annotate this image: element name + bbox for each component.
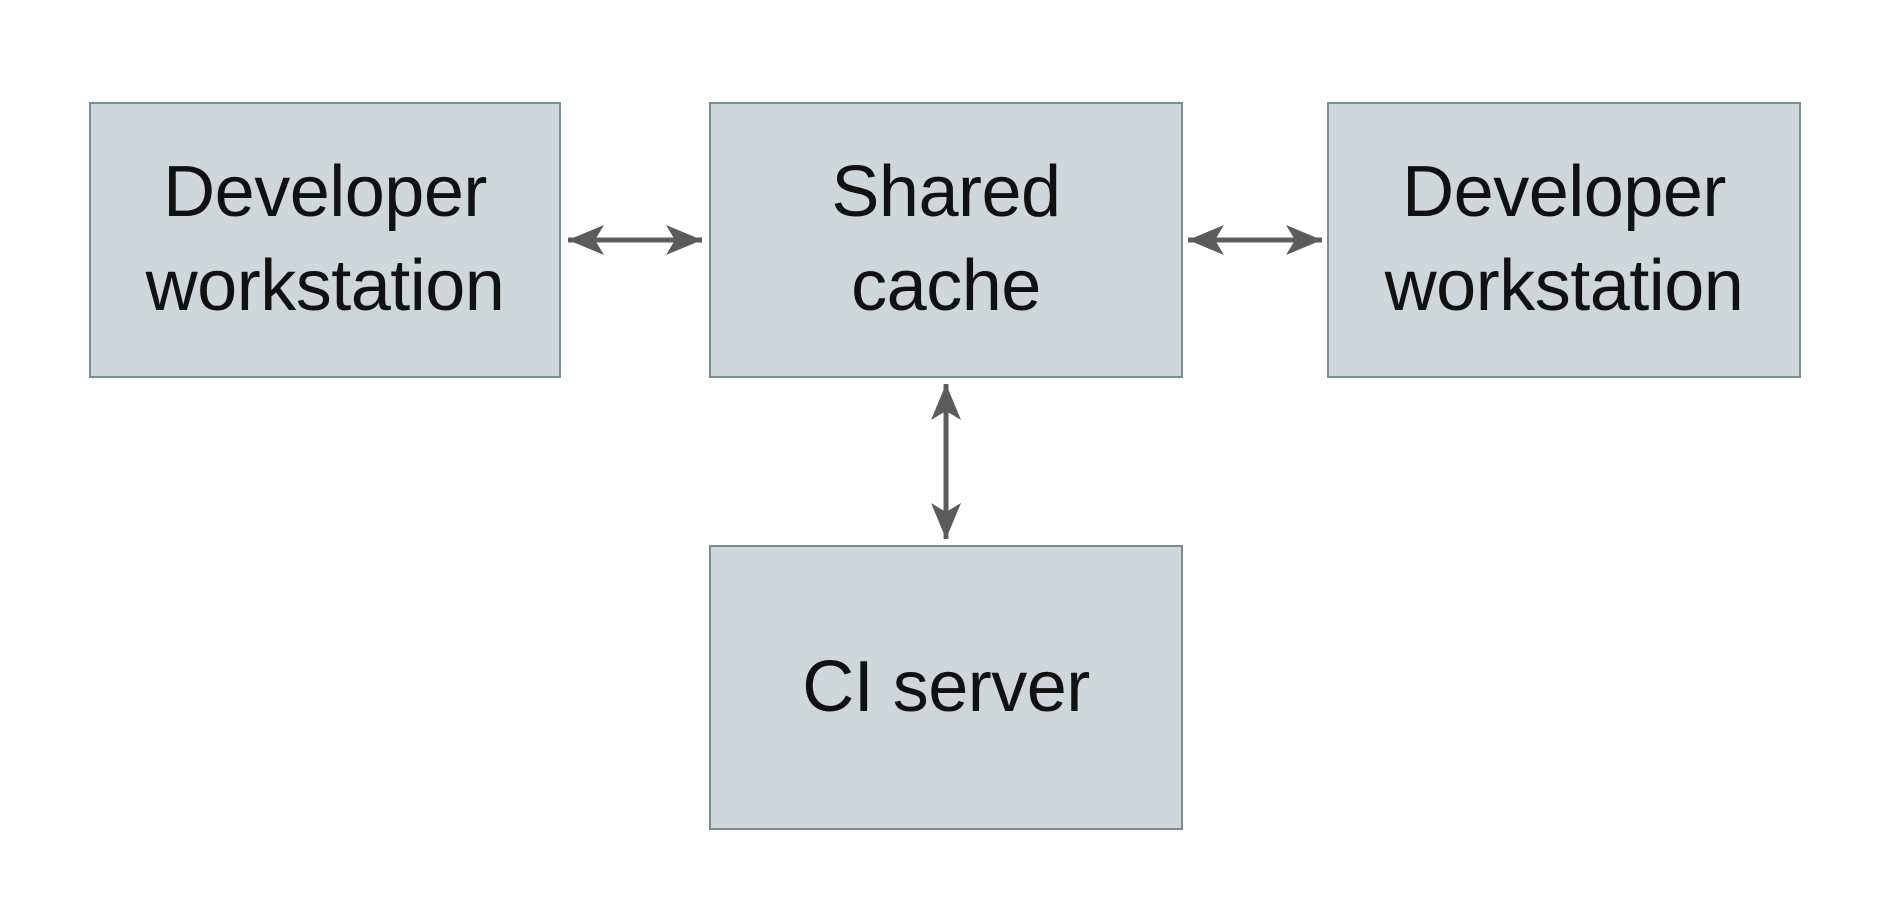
bidirectional-arrow-left-workstation-shared-cache: [568, 225, 702, 255]
node-label: CI server: [802, 646, 1090, 727]
node-developer-workstation-right: Developer workstation: [1327, 102, 1801, 378]
node-shared-cache: Shared cache: [709, 102, 1183, 378]
bidirectional-arrow-shared-cache-right-workstation: [1188, 225, 1322, 255]
node-label: Developer workstation: [1384, 152, 1744, 326]
node-developer-workstation-left: Developer workstation: [89, 102, 561, 378]
node-ci-server: CI server: [709, 545, 1183, 830]
bidirectional-arrow-shared-cache-ci-server: [931, 384, 961, 539]
node-label: Developer workstation: [145, 152, 505, 326]
node-label: Shared cache: [831, 152, 1061, 326]
